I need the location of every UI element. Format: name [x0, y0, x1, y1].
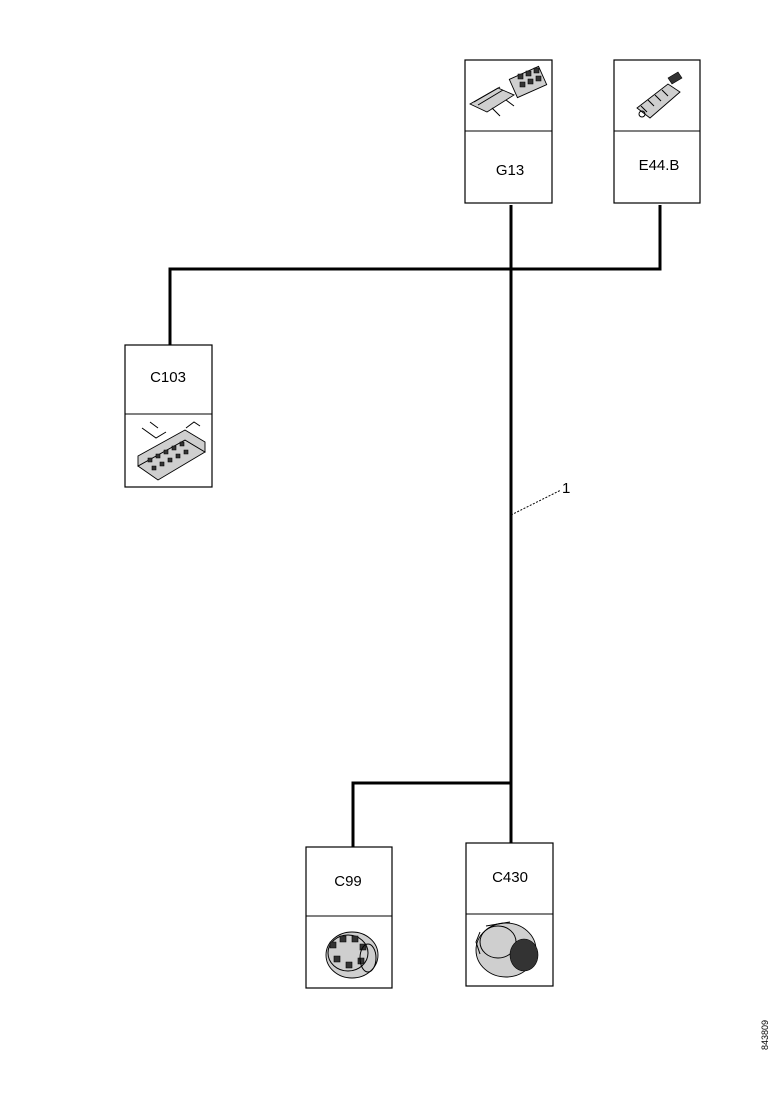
harness-wires: [168, 205, 662, 847]
callout-leader-line: [510, 489, 562, 516]
connector-e44b[interactable]: E44.B: [613, 59, 701, 204]
connector-g13-label: G13: [496, 162, 524, 179]
connector-c103[interactable]: C103: [124, 344, 213, 488]
connector-e44b-label: E44.B: [639, 157, 680, 174]
connector-plug-icon: [469, 65, 548, 117]
multi-pin-connector-icon: [137, 421, 206, 481]
connector-c430[interactable]: C430: [465, 842, 554, 987]
wire-callout: 1: [510, 480, 570, 516]
connector-c99[interactable]: C99: [305, 846, 393, 989]
connector-c99-label: C99: [334, 873, 362, 890]
connector-g13[interactable]: G13: [464, 59, 553, 204]
figure-reference: 843809: [760, 1020, 770, 1050]
callout-number: 1: [562, 480, 570, 497]
round-connector-icon: [475, 921, 539, 978]
wire-branch-bottom: [351, 781, 511, 847]
terminal-connector-icon: [636, 71, 683, 119]
connector-c430-label: C430: [492, 869, 528, 886]
connector-c103-label: C103: [150, 369, 186, 386]
round-connector-icon: [325, 931, 379, 979]
wire-branch-top: [168, 205, 662, 345]
